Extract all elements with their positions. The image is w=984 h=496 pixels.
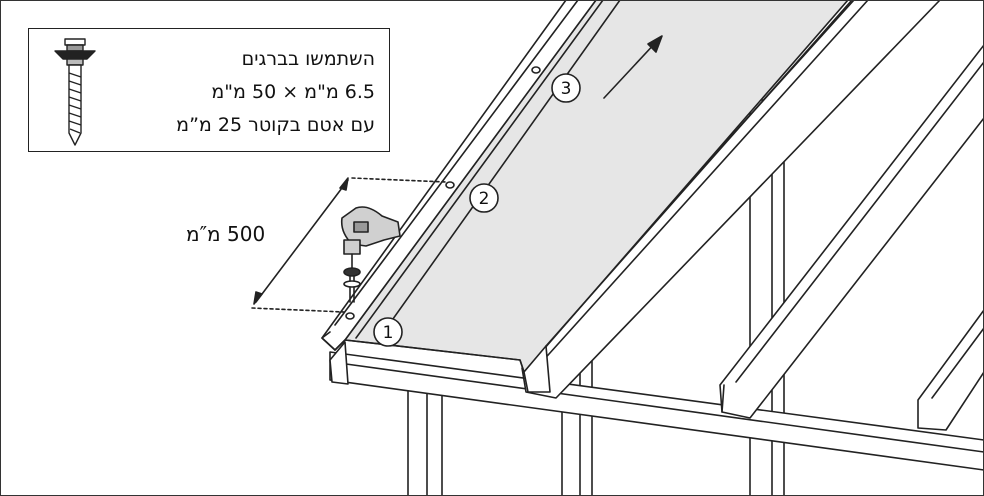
cross-beam <box>329 351 984 471</box>
post <box>407 387 443 496</box>
screw-spec-box: השתמשו בברגים 6.5 מ"מ × 50 מ"מ עם אטם בק… <box>28 28 390 152</box>
spec-line: השתמשו בברגים <box>241 48 375 70</box>
spec-line: עם אטם בקוטר 25 מ”מ <box>176 114 375 136</box>
step-number: 1 <box>383 323 394 343</box>
direction-arrow-icon <box>603 35 663 99</box>
dimension-lines <box>251 177 447 313</box>
step-marker-1 <box>373 317 403 347</box>
screw-spec-text: השתמשו בברגים 6.5 מ"מ × 50 מ"מ עם אטם בק… <box>176 43 375 142</box>
step-markers <box>373 73 581 347</box>
step-marker-3 <box>551 73 581 103</box>
step-number: 3 <box>561 79 572 99</box>
dimension-label: 500 מ″מ <box>186 222 266 246</box>
screw-with-washer-icon <box>54 38 96 146</box>
screw-holes <box>345 66 541 320</box>
rafter-right-near <box>917 309 984 431</box>
spec-line: 6.5 מ"מ × 50 מ"מ <box>211 81 375 103</box>
roof-sheet <box>321 0 853 393</box>
step-marker-2 <box>469 183 499 213</box>
rafter-right-far <box>719 44 984 419</box>
step-number: 2 <box>479 189 490 209</box>
power-drill-icon <box>340 206 401 303</box>
